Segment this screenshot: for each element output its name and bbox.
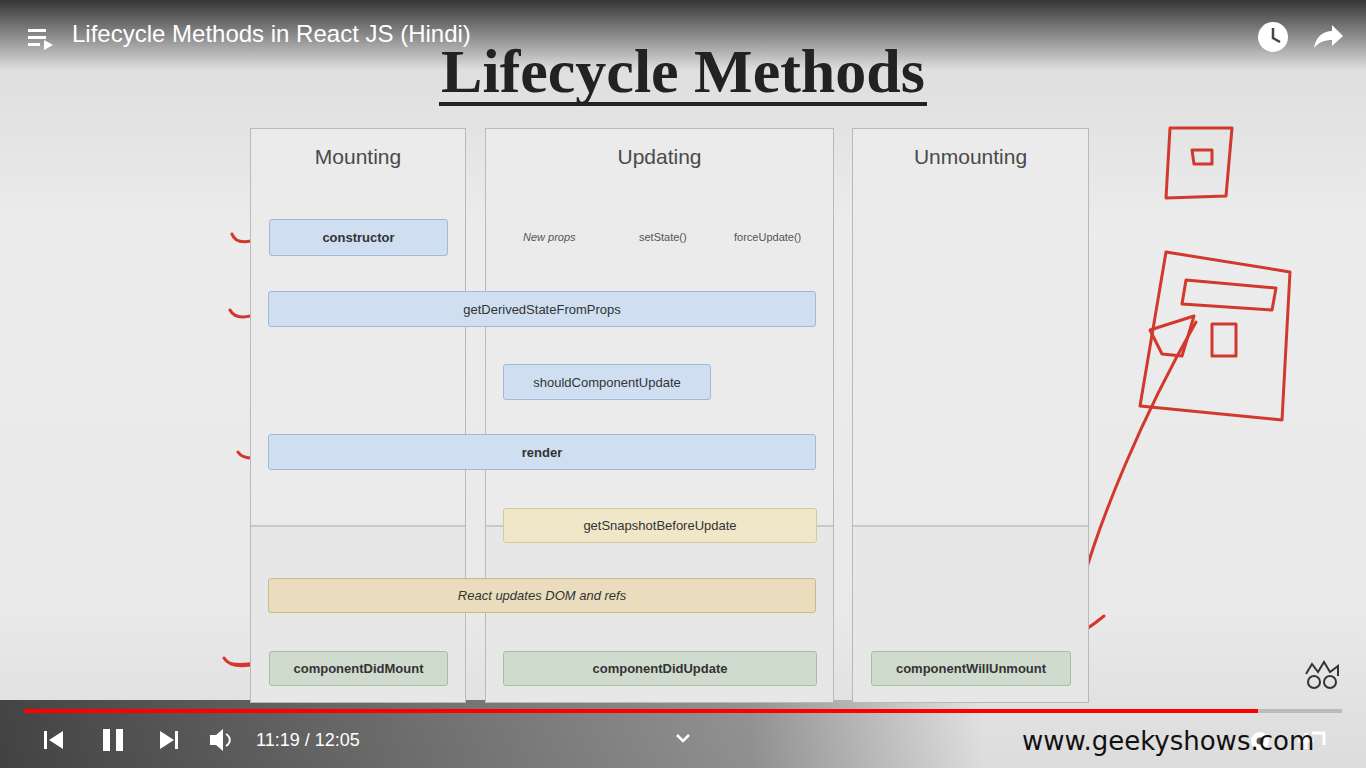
phase-panel: Unmounting componentWillUnmount: [852, 128, 1089, 703]
phase-panel: Mounting constructor componentDidMount: [250, 128, 466, 703]
video-title: Lifecycle Methods in React JS (Hindi): [72, 20, 471, 48]
method-box: getSnapshotBeforeUpdate: [503, 508, 817, 543]
trigger-label: forceUpdate(): [734, 231, 801, 243]
watermark: www.geekyshows.com: [1022, 726, 1314, 756]
phase-heading: Unmounting: [853, 145, 1088, 169]
phase-heading: Updating: [486, 145, 833, 169]
method-box: getDerivedStateFromProps: [268, 291, 816, 327]
method-name: constructor: [322, 230, 394, 245]
method-box: render: [268, 434, 816, 470]
method-box: componentDidUpdate: [503, 651, 817, 686]
method-box: constructor: [269, 219, 448, 256]
method-name: componentDidUpdate: [592, 661, 727, 676]
slide-title: Lifecycle Methods: [439, 40, 927, 106]
method-name: getSnapshotBeforeUpdate: [583, 518, 736, 533]
method-name: componentWillUnmount: [896, 661, 1046, 676]
method-name: shouldComponentUpdate: [533, 375, 680, 390]
method-box: componentDidMount: [269, 651, 448, 686]
method-name: componentDidMount: [294, 661, 424, 676]
trigger-label: New props: [523, 231, 576, 243]
method-name: getDerivedStateFromProps: [463, 302, 621, 317]
dom-update-box: React updates DOM and refs: [268, 578, 816, 613]
phase-heading: Mounting: [251, 145, 465, 169]
method-box: componentWillUnmount: [871, 651, 1071, 686]
method-box: shouldComponentUpdate: [503, 364, 711, 400]
method-name: React updates DOM and refs: [458, 588, 626, 603]
method-name: render: [522, 445, 562, 460]
phase-panel: Updating shouldComponentUpdate getSnapshot…: [485, 128, 834, 703]
time-display: 11:19 / 12:05: [256, 730, 360, 751]
trigger-label: setState(): [639, 231, 687, 243]
